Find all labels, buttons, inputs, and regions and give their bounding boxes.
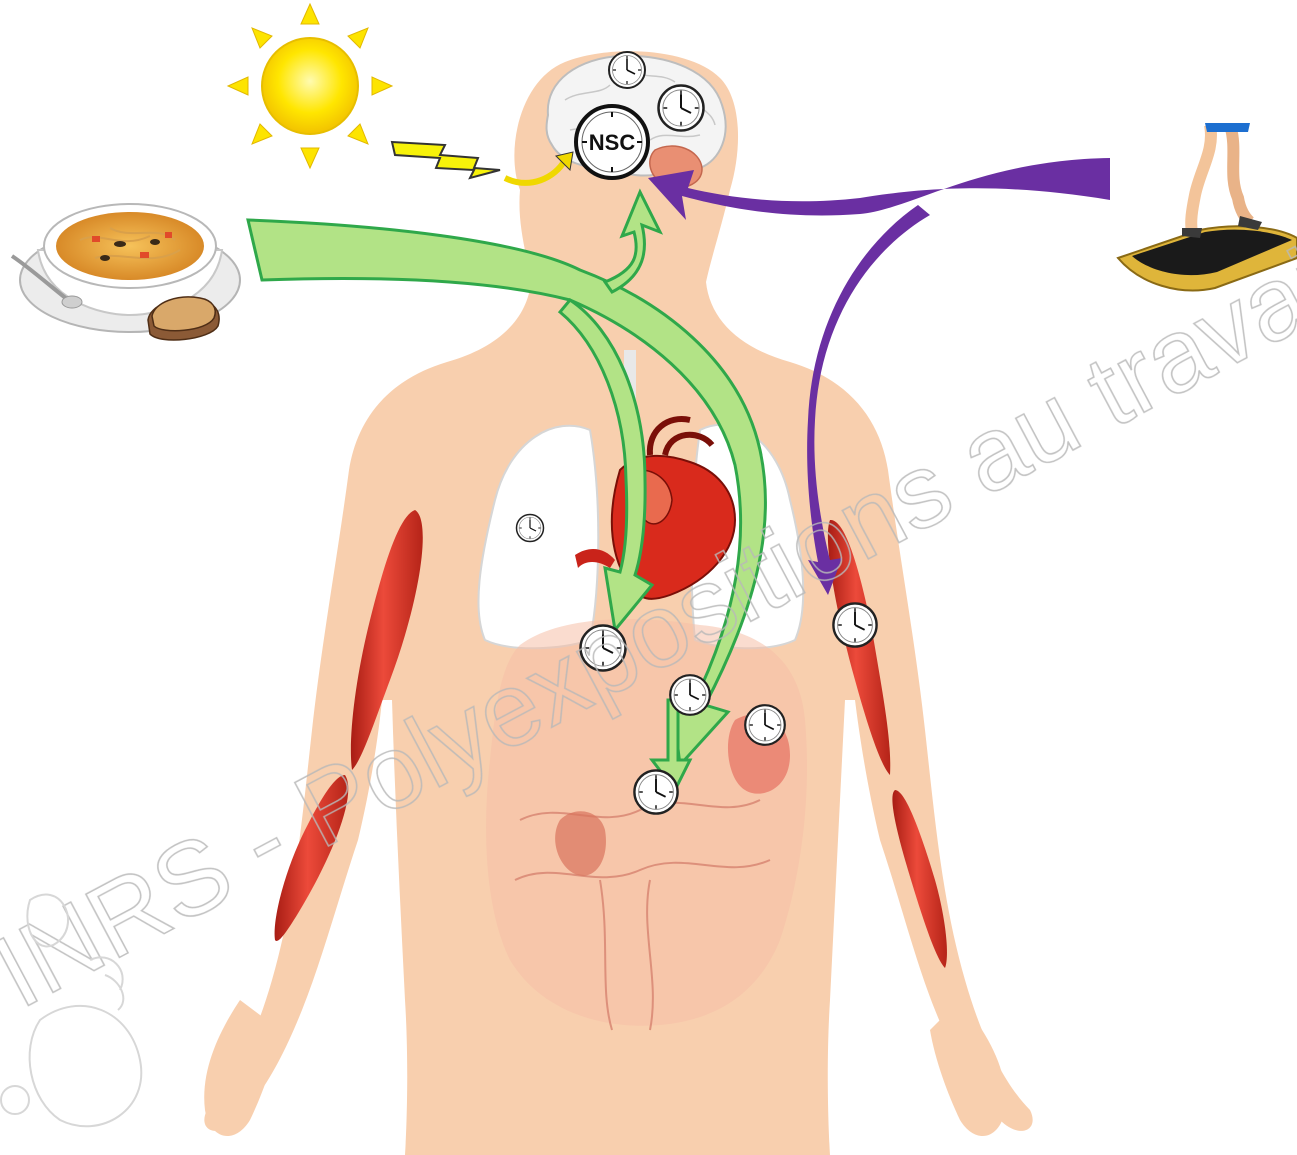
clock-icon (634, 770, 677, 813)
clock-icon (517, 515, 544, 542)
nsc-master-clock: NSC (576, 106, 648, 178)
clock-icon (609, 52, 645, 88)
clock-icon (745, 705, 785, 745)
soup-bowl-icon (12, 204, 240, 340)
right-hand (930, 1000, 1006, 1136)
lightning-bolt-icon (392, 142, 500, 178)
clock-icon (659, 86, 704, 131)
nsc-label: NSC (589, 130, 636, 155)
clock-icon (833, 603, 876, 646)
sun-icon (228, 4, 392, 168)
